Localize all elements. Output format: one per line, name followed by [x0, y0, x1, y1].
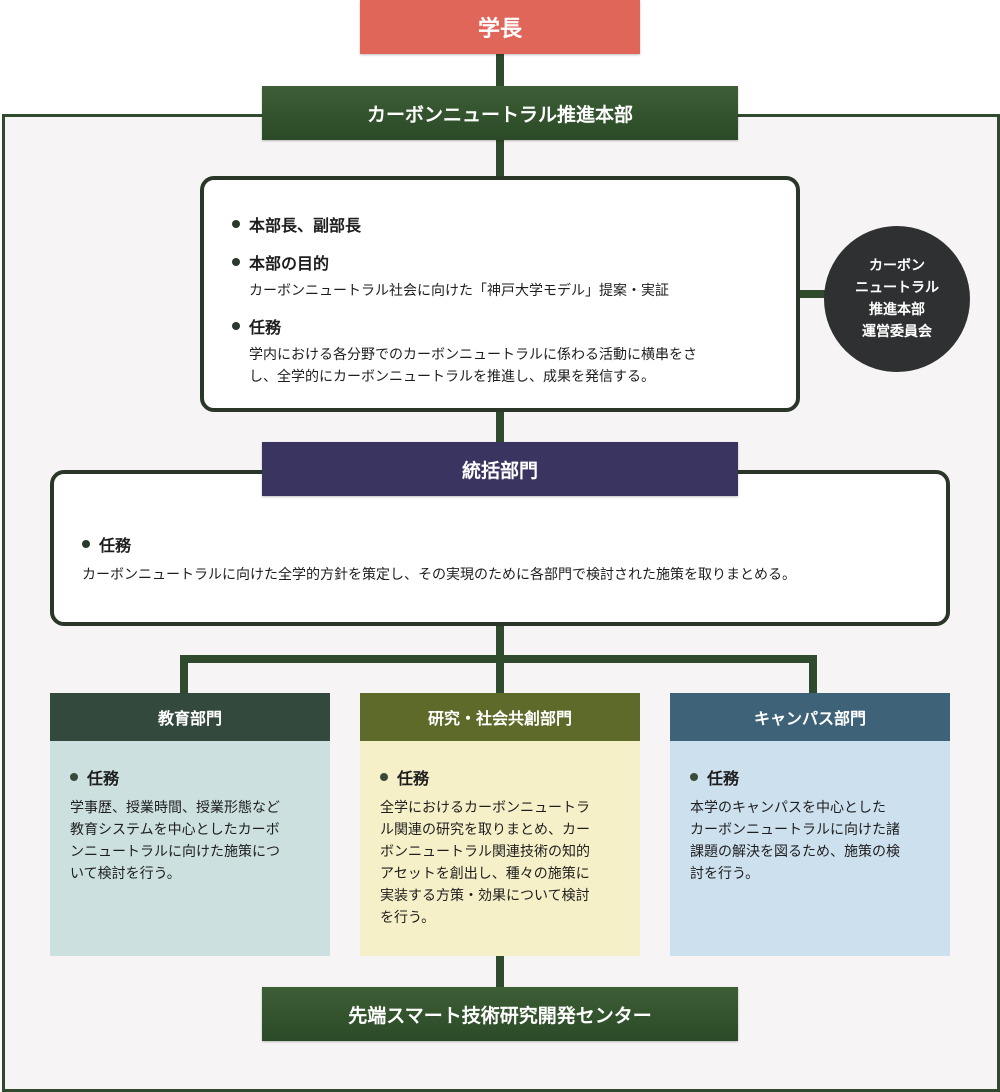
text-line: ル関連の研究を取りまとめ、カー: [380, 822, 590, 838]
dept-education-header: 教育部門: [50, 693, 330, 741]
committee-line-2: ニュートラル: [855, 280, 939, 296]
text-line: ボンニュートラル関連技術の知的: [380, 844, 590, 860]
text-line: 討を行う。: [690, 866, 760, 882]
dept-education-text: 学事歴、授業時間、授業形態など 教育システムを中心としたカーボ ンニュートラルに…: [70, 797, 310, 885]
connector-dept-education: [180, 655, 188, 695]
dept-campus-header: キャンパス部門: [670, 693, 950, 741]
hq-bullet-task: 任務: [232, 314, 796, 338]
committee-line-4: 運営委員会: [862, 324, 932, 340]
dept-education-title: 教育部門: [157, 709, 222, 728]
hq-info-card: 本部長、副部長 本部の目的 カーボンニュートラル社会に向けた「神戸大学モデル」提…: [200, 176, 800, 412]
dept-campus-text: 本学のキャンパスを中心とした カーボンニュートラルに向けた諸 課題の解決を図るた…: [690, 797, 930, 885]
bullet-dot: [232, 322, 240, 330]
text-line: 教育システムを中心としたカーボ: [70, 822, 280, 838]
connector-research-center: [496, 955, 504, 989]
president-box: 学長: [360, 0, 640, 54]
text-line: アセットを創出し、種々の施策に: [380, 866, 590, 882]
text-line: いて検討を行う。: [70, 866, 181, 882]
general-task-text: カーボンニュートラルに向けた全学的方針を策定し、その実現のために各部門で検討され…: [82, 567, 796, 583]
committee-line-1: カーボン: [869, 258, 925, 274]
dept-research: 研究・社会共創部門 任務 全学におけるカーボンニュートラ ル関連の研究を取りまと…: [360, 693, 640, 956]
text-line: カーボンニュートラルに向けた諸: [690, 822, 900, 838]
center-title-box: 先端スマート技術研究開発センター: [262, 987, 738, 1041]
hq-bullet-leaders: 本部長、副部長: [232, 212, 796, 236]
dept-research-text: 全学におけるカーボンニュートラ ル関連の研究を取りまとめ、カー ボンニュートラル…: [380, 797, 620, 929]
hq-title-box: カーボンニュートラル推進本部: [262, 86, 738, 140]
text-line: を行う。: [380, 910, 436, 926]
hq-bullet-purpose: 本部の目的: [232, 250, 796, 274]
connector-hq-card: [496, 139, 504, 179]
text-line: 全学におけるカーボンニュートラ: [380, 800, 590, 816]
general-task-title: 任務: [99, 536, 132, 555]
text-line: ンニュートラルに向けた施策につ: [70, 844, 280, 860]
committee-line-3: 推進本部: [869, 302, 925, 318]
bullet-dot: [232, 220, 240, 228]
dept-research-task-title: 任務: [397, 769, 430, 788]
text-line: 課題の解決を図るため、施策の検: [690, 844, 900, 860]
dept-research-bullet: 任務: [380, 765, 620, 789]
dept-campus-task-title: 任務: [707, 769, 740, 788]
hq-purpose-title: 本部の目的: [249, 254, 330, 273]
dept-campus-body: 任務 本学のキャンパスを中心とした カーボンニュートラルに向けた諸 課題の解決を…: [670, 741, 950, 956]
dept-research-title: 研究・社会共創部門: [427, 709, 572, 728]
bullet-dot: [232, 258, 240, 266]
connector-card-committee: [796, 290, 830, 298]
text-line: 学事歴、授業時間、授業形態など: [70, 800, 280, 816]
bullet-dot: [690, 773, 698, 781]
committee-circle: カーボン ニュートラル 推進本部 運営委員会: [824, 226, 970, 372]
dept-education: 教育部門 任務 学事歴、授業時間、授業形態など 教育システムを中心としたカーボ …: [50, 693, 330, 956]
center-title: 先端スマート技術研究開発センター: [348, 1004, 652, 1027]
general-bullet-task: 任務: [82, 532, 946, 556]
connector-general-depts: [496, 624, 504, 660]
connector-president-hq: [496, 52, 504, 88]
general-title-box: 統括部門: [262, 442, 738, 496]
dept-education-body: 任務 学事歴、授業時間、授業形態など 教育システムを中心としたカーボ ンニュート…: [50, 741, 330, 956]
hq-task-line-2: し、全学的にカーボンニュートラルを推進し、成果を発信する。: [249, 369, 655, 385]
bullet-dot: [70, 773, 78, 781]
dept-education-task-title: 任務: [87, 769, 120, 788]
hq-task-text: 学内における各分野でのカーボンニュートラルに係わる活動に横串をさ し、全学的にカ…: [249, 344, 796, 388]
hq-purpose-text: カーボンニュートラル社会に向けた「神戸大学モデル」提案・実証: [249, 283, 669, 299]
connector-dept-research: [496, 655, 504, 695]
dept-research-body: 任務 全学におけるカーボンニュートラ ル関連の研究を取りまとめ、カー ボンニュー…: [360, 741, 640, 956]
text-line: 本学のキャンパスを中心とした: [690, 800, 886, 816]
connector-dept-campus: [809, 655, 817, 695]
bullet-dot: [380, 773, 388, 781]
dept-campus-bullet: 任務: [690, 765, 930, 789]
hq-leaders-label: 本部長、副部長: [249, 216, 362, 235]
dept-research-header: 研究・社会共創部門: [360, 693, 640, 741]
dept-campus-title: キャンパス部門: [753, 709, 866, 728]
connector-card-general: [496, 410, 504, 444]
hq-title: カーボンニュートラル推進本部: [366, 103, 633, 126]
general-title: 統括部門: [461, 459, 538, 482]
president-label: 学長: [477, 17, 522, 42]
dept-campus: キャンパス部門 任務 本学のキャンパスを中心とした カーボンニュートラルに向けた…: [670, 693, 950, 956]
hq-task-title: 任務: [249, 318, 282, 337]
hq-task-line-1: 学内における各分野でのカーボンニュートラルに係わる活動に横串をさ: [249, 347, 697, 363]
text-line: 実装する方策・効果について検討: [380, 888, 590, 904]
bullet-dot: [82, 540, 90, 548]
dept-education-bullet: 任務: [70, 765, 310, 789]
